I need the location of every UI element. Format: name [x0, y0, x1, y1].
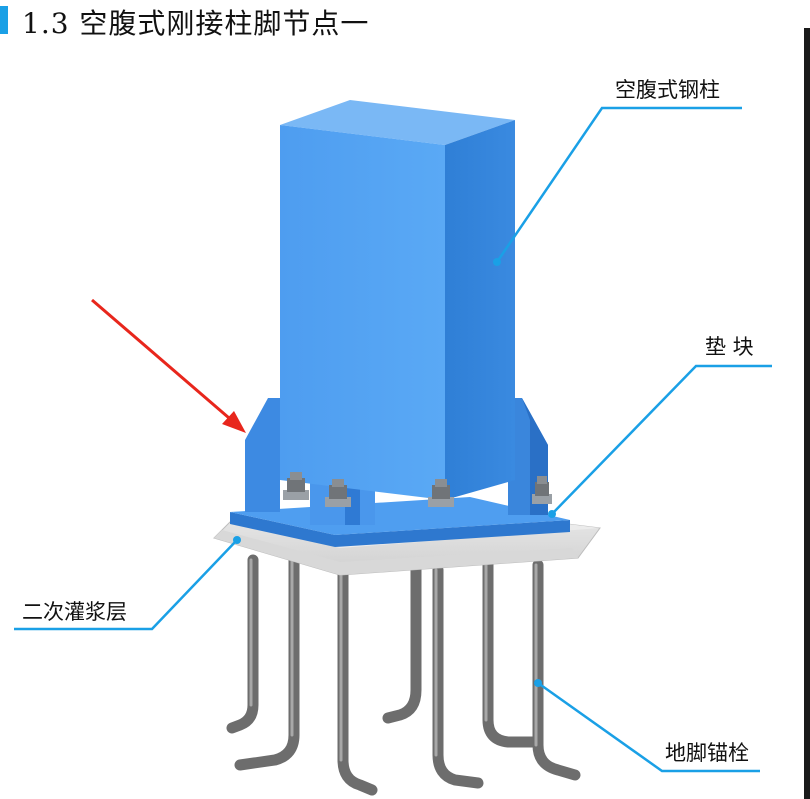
right-edge-border [804, 28, 810, 799]
anchor-bolts [226, 554, 581, 796]
callout-lines [14, 106, 772, 773]
page-title: 1.3 空腹式刚接柱脚节点一 [22, 7, 370, 40]
title-accent-bar [0, 6, 8, 34]
label-anchor-bolt: 地脚锚栓 [665, 741, 749, 765]
hollow-steel-column [280, 100, 515, 500]
label-secondary-grout: 二次灌浆层 [22, 600, 127, 624]
base-plate [230, 497, 570, 547]
anchor-nuts [283, 472, 552, 507]
anchor-bolt-highlights [249, 558, 538, 762]
label-shim-block: 垫 块 [705, 335, 754, 359]
label-hollow-steel-column: 空腹式钢柱 [615, 78, 720, 102]
red-arrow [91, 298, 246, 433]
callout-dots [233, 258, 556, 687]
